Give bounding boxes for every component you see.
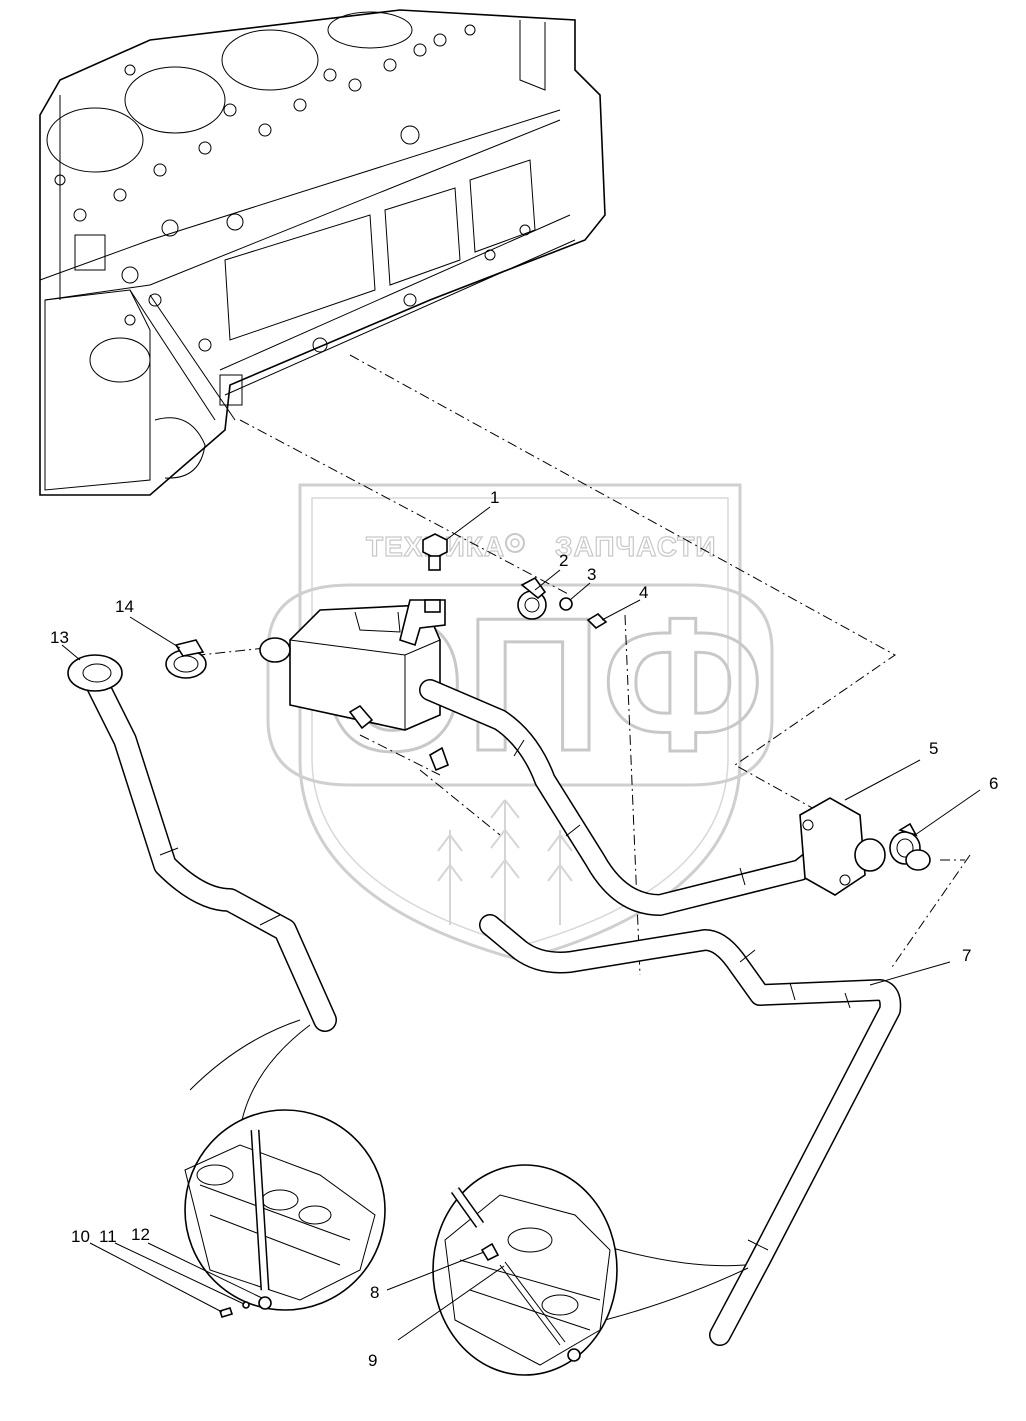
assembly-lines	[199, 354, 971, 976]
callout-3: 3	[587, 565, 596, 584]
callout-5: 5	[929, 739, 938, 758]
callout-1: 1	[490, 488, 499, 507]
clip-part-small	[429, 746, 450, 772]
detail-view-left	[184, 1019, 386, 1318]
callout-4: 4	[639, 583, 648, 602]
clamp-part-14	[165, 639, 207, 679]
gear-icon	[505, 533, 525, 553]
washer-part-3	[559, 597, 573, 611]
watermark-right-word: ЗАПЧАСТИ	[555, 531, 716, 562]
callout-10: 10	[71, 1227, 90, 1246]
flange-part-5	[799, 797, 886, 896]
detail-view-right	[432, 1164, 749, 1376]
leader-lines	[61, 506, 981, 1341]
hose-part-13	[67, 654, 337, 1032]
breather-pipe	[419, 679, 836, 916]
clamp-part-2	[517, 576, 547, 620]
callout-13: 13	[50, 628, 69, 647]
callout-11: 11	[99, 1227, 117, 1246]
callout-9: 9	[368, 1351, 377, 1370]
drain-tube-part-7	[479, 914, 902, 1346]
screw-part-4	[586, 612, 608, 630]
engine-block	[39, 9, 606, 496]
breather-separator	[259, 599, 446, 731]
callout-7: 7	[962, 946, 971, 965]
callout-14: 14	[115, 597, 134, 616]
callout-6: 6	[989, 774, 998, 793]
callout-2: 2	[559, 551, 568, 570]
callout-labels: 1 2 3 4 5 6 7 8 9 10 11 12 13 14	[50, 488, 998, 1370]
wheat-emblem-icon	[437, 799, 573, 930]
callout-12: 12	[131, 1225, 150, 1244]
clamp-part-6	[889, 822, 931, 871]
bolt-part-1	[422, 533, 448, 571]
callout-8: 8	[370, 1283, 379, 1302]
